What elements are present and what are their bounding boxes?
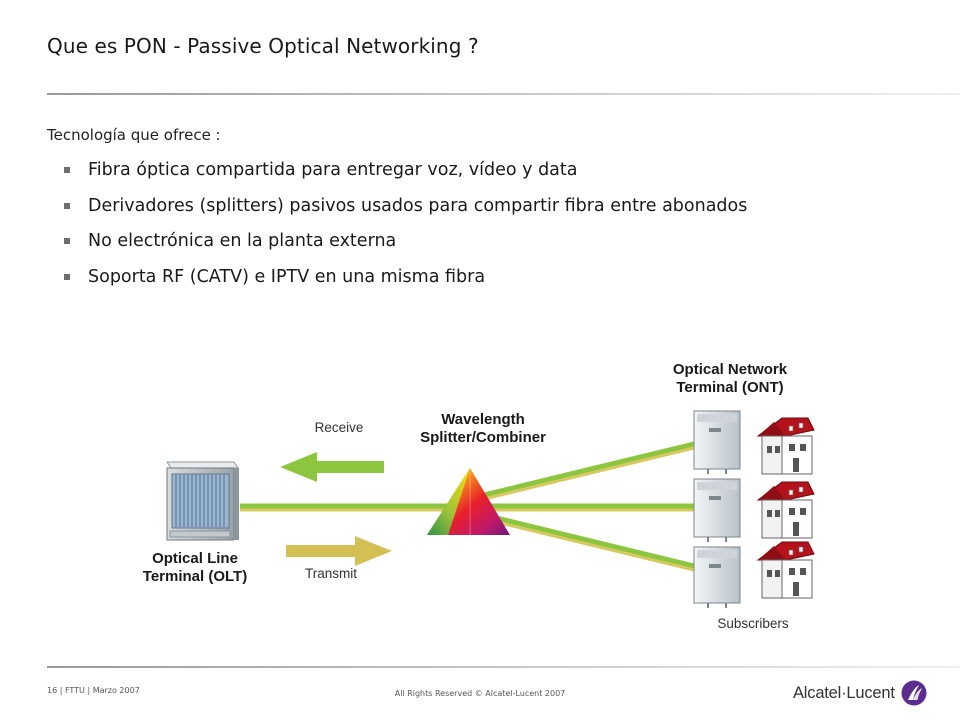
olt-label-line2: Terminal (OLT) bbox=[142, 568, 248, 585]
ont-device-icon bbox=[693, 410, 741, 474]
footer-page-info: 16 | FTTU | Marzo 2007 bbox=[47, 686, 140, 695]
bullet-text: No electrónica en la planta externa bbox=[88, 231, 397, 251]
subscribers-label: Subscribers bbox=[717, 616, 789, 631]
intro-text: Tecnología que ofrece : bbox=[47, 126, 221, 144]
slide-title: Que es PON - Passive Optical Networking … bbox=[47, 34, 479, 58]
subscriber-house-icon bbox=[756, 541, 815, 599]
main-fiber bbox=[240, 503, 470, 512]
splitter-label-line2: Splitter/Combiner bbox=[420, 429, 546, 446]
branch-fiber-bottom bbox=[479, 511, 695, 572]
subscriber-house-icon bbox=[756, 417, 815, 475]
bullet-text: Derivadores (splitters) pasivos usados p… bbox=[88, 195, 748, 216]
bullet-text: Soporta RF (CATV) e IPTV en una misma fi… bbox=[88, 266, 486, 287]
transmit-arrow-icon bbox=[286, 536, 392, 566]
bullet-item: Fibra óptica compartida para entregar vo… bbox=[62, 156, 747, 192]
bullet-item: Soporta RF (CATV) e IPTV en una misma fi… bbox=[62, 263, 747, 299]
footer-divider bbox=[47, 666, 960, 668]
bullet-square-icon bbox=[64, 167, 70, 173]
bullet-list: Fibra óptica compartida para entregar vo… bbox=[62, 156, 747, 298]
footer-rights: All Rights Reserved © Alcatel-Lucent 200… bbox=[394, 689, 566, 698]
olt-label-line1: Optical Line bbox=[152, 550, 238, 567]
splitter-label-line1: Wavelength bbox=[441, 411, 525, 428]
bullet-square-icon bbox=[64, 202, 70, 209]
bullet-item: Derivadores (splitters) pasivos usados p… bbox=[62, 192, 747, 228]
transmit-label: Transmit bbox=[304, 566, 357, 581]
bullet-item: No electrónica en la planta externa bbox=[62, 227, 747, 263]
ont-device-icon bbox=[693, 546, 741, 608]
olt-label: Optical Line Terminal (OLT) bbox=[110, 550, 280, 586]
branch-fiber-middle bbox=[480, 503, 694, 512]
receive-label: Receive bbox=[314, 420, 364, 435]
ont-label-line1: Optical Network bbox=[672, 361, 788, 378]
company-logo: Alcatel·Lucent bbox=[793, 680, 927, 706]
ont-device-icon bbox=[693, 478, 741, 542]
ont-label-line2: Terminal (ONT) bbox=[676, 379, 784, 396]
receive-arrow-icon bbox=[280, 452, 384, 482]
bullet-square-icon bbox=[64, 238, 70, 244]
subscriber-house-icon bbox=[756, 481, 815, 539]
alcatel-lucent-logo-icon bbox=[901, 680, 927, 706]
bullet-text: Fibra óptica compartida para entregar vo… bbox=[88, 160, 578, 180]
title-divider bbox=[47, 93, 960, 95]
olt-chassis-icon bbox=[166, 461, 239, 541]
bullet-square-icon bbox=[64, 273, 70, 280]
splitter-label: Wavelength Splitter/Combiner bbox=[380, 411, 586, 447]
wavelength-splitter-prism-icon bbox=[427, 468, 510, 535]
logo-text: Alcatel·Lucent bbox=[793, 683, 895, 702]
branch-fiber-top bbox=[479, 441, 695, 502]
ont-label: Optical Network Terminal (ONT) bbox=[630, 361, 830, 397]
